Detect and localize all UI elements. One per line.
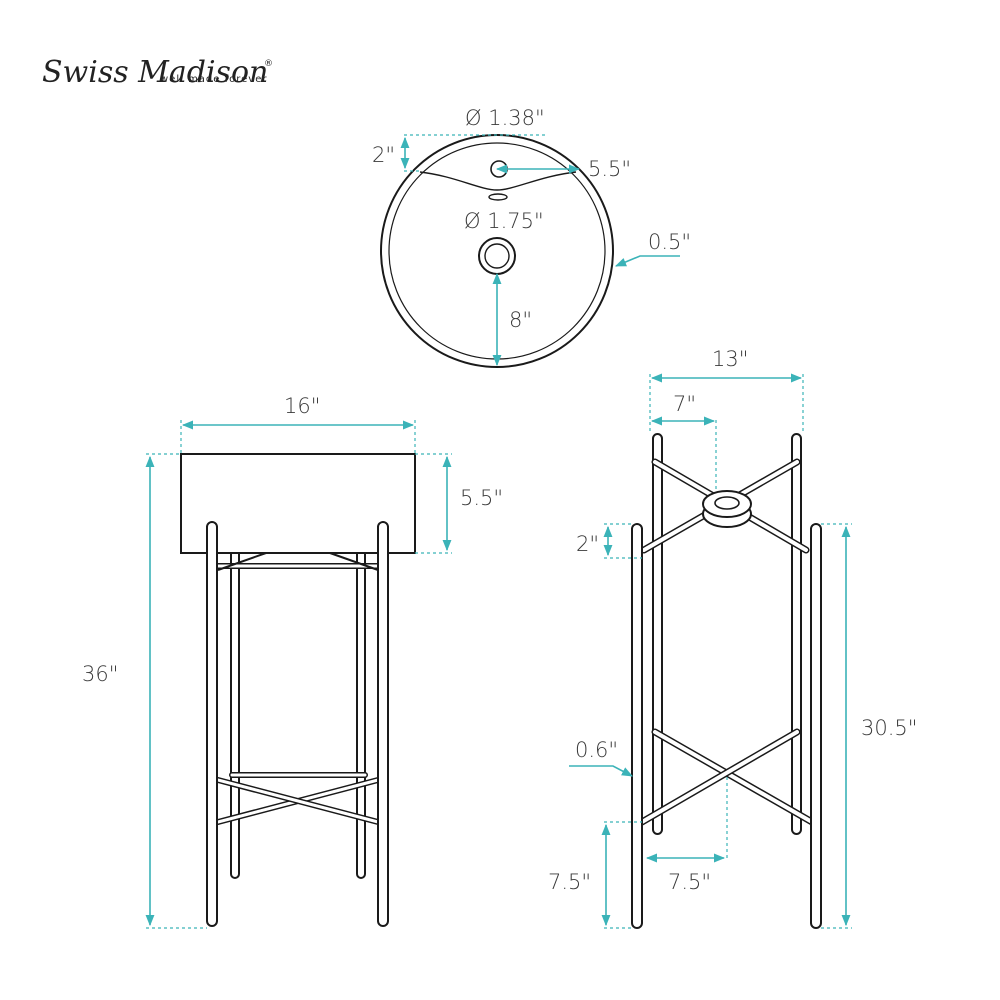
lower-cross-b (216, 778, 380, 824)
overflow-slot (488, 193, 508, 201)
side-back-leg-right (791, 433, 802, 835)
brand-logo: Swiss Madison ® well made forever (42, 55, 274, 90)
ring-height-label: 2" (576, 532, 599, 556)
lower-half-width-label: 7.5" (668, 870, 711, 894)
lower-offset-label: 7.5" (548, 870, 591, 894)
drain-inner (484, 243, 510, 269)
back-leg-left (230, 547, 240, 879)
upper-brace-right (329, 552, 379, 571)
faucet-to-center-label: 5.5" (588, 157, 631, 181)
front-leg-right (377, 521, 389, 927)
leg-diameter-leader (569, 765, 633, 777)
basin-height-label: 5.5" (460, 486, 503, 510)
basin-front (180, 453, 416, 554)
ring-hole (714, 496, 740, 510)
rim-thickness-leader (614, 255, 680, 267)
back-leg-right (356, 547, 366, 879)
front-view: 16" 5.5" 36" (82, 394, 503, 929)
lower-x-b (640, 730, 799, 824)
half-width-label: 7" (673, 392, 696, 416)
top-view: Ø 1.38" 2" 5.5" Ø 1.75" 0.5" 8" (372, 106, 691, 368)
side-view: 13" 7" 2" 30.5" (548, 347, 917, 929)
faucet-deck-curve (419, 171, 577, 191)
total-height-label: 36" (82, 662, 118, 686)
front-width-label: 16" (284, 394, 320, 418)
lower-x-a (653, 730, 814, 824)
front-leg-left (206, 521, 218, 927)
leg-height-label: 30.5" (861, 716, 917, 740)
side-front-leg-right (810, 523, 822, 929)
leg-diameter-label: 0.6" (575, 738, 618, 762)
brand-name: Swiss Madison (42, 55, 268, 90)
brand-tagline: well made forever (160, 74, 267, 85)
faucet-offset-label: 2" (372, 143, 395, 167)
drain-diameter-label: Ø 1.75" (464, 209, 544, 233)
faucet-hole-diameter-label: Ø 1.38" (465, 106, 545, 130)
side-front-leg-left (631, 523, 643, 929)
brand-registered: ® (264, 59, 274, 69)
side-back-leg-left (652, 433, 663, 835)
drain-to-edge-label: 8" (509, 308, 532, 332)
side-width-label: 13" (712, 347, 748, 371)
rim-thickness-label: 0.5" (648, 230, 691, 254)
upper-brace-left (217, 552, 267, 571)
